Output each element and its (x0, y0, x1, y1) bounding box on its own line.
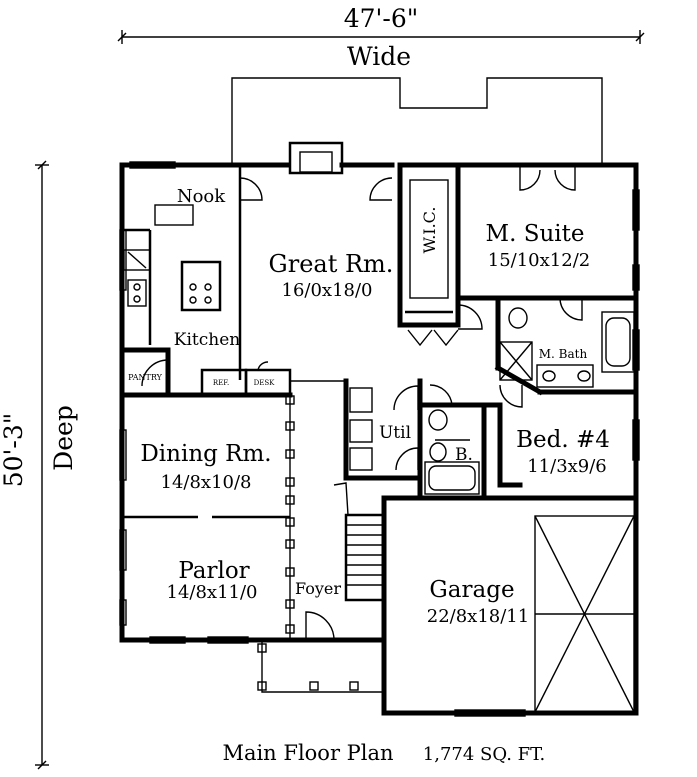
upper-roof-outline (231, 77, 603, 165)
master-suite-size-label: 15/10x12/2 (488, 250, 590, 271)
door-swings (141, 165, 583, 641)
wic-label: W.I.C. (420, 207, 439, 254)
parlor-name-label: Parlor (178, 558, 249, 584)
bed4-size-label: 11/3x9/6 (527, 456, 607, 477)
master-bath-label: M. Bath (539, 347, 588, 361)
floor-plan-title: Main Floor Plan (222, 741, 393, 765)
depth-caption-label: Deep (49, 405, 78, 471)
kitchen-label: Kitchen (174, 330, 240, 350)
dining-room-name-label: Dining Rm. (140, 441, 271, 467)
desk-label: DESK (254, 379, 276, 387)
garage-size-label: 22/8x18/11 (427, 606, 529, 627)
master-suite-name-label: M. Suite (486, 221, 585, 247)
floor-area-label: 1,774 SQ. FT. (423, 744, 545, 765)
parlor-size-label: 14/8x11/0 (167, 582, 258, 603)
dining-room-size-label: 14/8x10/8 (161, 472, 252, 493)
garage-door (534, 515, 635, 713)
porch-columns (257, 395, 359, 691)
garage-name-label: Garage (429, 577, 514, 603)
great-room-name-label: Great Rm. (269, 250, 394, 278)
bath-label: B. (455, 445, 473, 465)
pantry-label: PANTRY (128, 373, 163, 382)
width-caption-label: Wide (347, 42, 411, 71)
depth-value-label: 50'-3" (0, 413, 28, 488)
width-dimension-line (117, 30, 645, 44)
interior-walls (121, 162, 639, 693)
foyer-label: Foyer (295, 579, 341, 598)
bed4-name-label: Bed. #4 (516, 427, 610, 453)
nook-label: Nook (177, 186, 226, 207)
width-value-label: 47'-6" (344, 4, 419, 33)
windows (119, 161, 640, 717)
ref-label: REF. (213, 379, 229, 387)
depth-dimension-line (35, 160, 49, 770)
great-room-size-label: 16/0x18/0 (282, 280, 373, 301)
fireplace (288, 141, 344, 175)
util-label: Util (379, 423, 411, 443)
